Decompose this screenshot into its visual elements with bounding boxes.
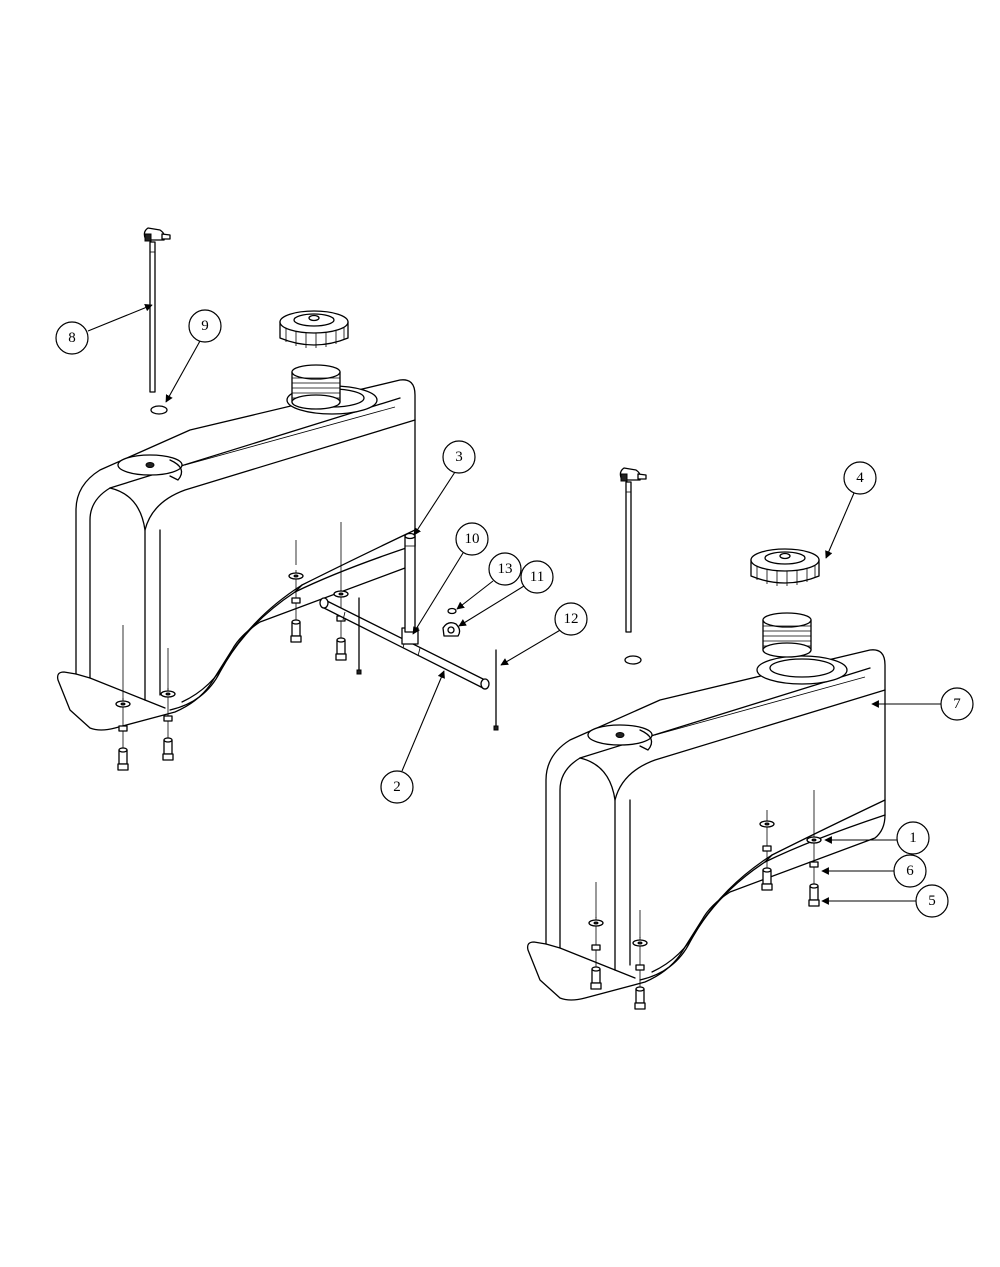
callout-1: 1 — [824, 821, 930, 855]
callout-6: 6 — [821, 854, 927, 888]
callout-5: 5 — [821, 884, 949, 918]
callout-2: 2 — [380, 670, 445, 804]
callout-8: 8 — [55, 304, 153, 355]
callout-9: 9 — [165, 309, 222, 403]
callout-10: 10 — [412, 522, 489, 635]
fuel-line-assembly — [319, 532, 499, 731]
callout-label: 1 — [909, 830, 917, 846]
callout-label: 9 — [201, 318, 209, 334]
callout-label: 13 — [498, 561, 513, 577]
callout-label: 10 — [465, 531, 480, 547]
callout-label: 12 — [564, 611, 579, 627]
callout-3: 3 — [413, 440, 476, 536]
left-fuel-tank — [56, 227, 416, 771]
callout-label: 7 — [953, 696, 961, 712]
callout-12: 12 — [500, 602, 588, 666]
callout-label: 3 — [455, 449, 463, 465]
callout-4: 4 — [825, 461, 877, 559]
callout-label: 2 — [393, 779, 401, 795]
callout-label: 11 — [530, 569, 544, 585]
callouts: 8 9 3 10 13 11 — [55, 304, 974, 918]
left-grommet — [150, 405, 168, 415]
right-grommet — [624, 655, 642, 665]
callout-label: 5 — [928, 893, 936, 909]
callout-13: 13 — [456, 552, 522, 610]
callout-label: 8 — [68, 330, 76, 346]
callout-11: 11 — [458, 560, 554, 627]
right-fuel-tank — [526, 467, 886, 1010]
callout-label: 6 — [906, 863, 914, 879]
callout-7: 7 — [871, 687, 974, 721]
callout-label: 4 — [856, 470, 864, 486]
